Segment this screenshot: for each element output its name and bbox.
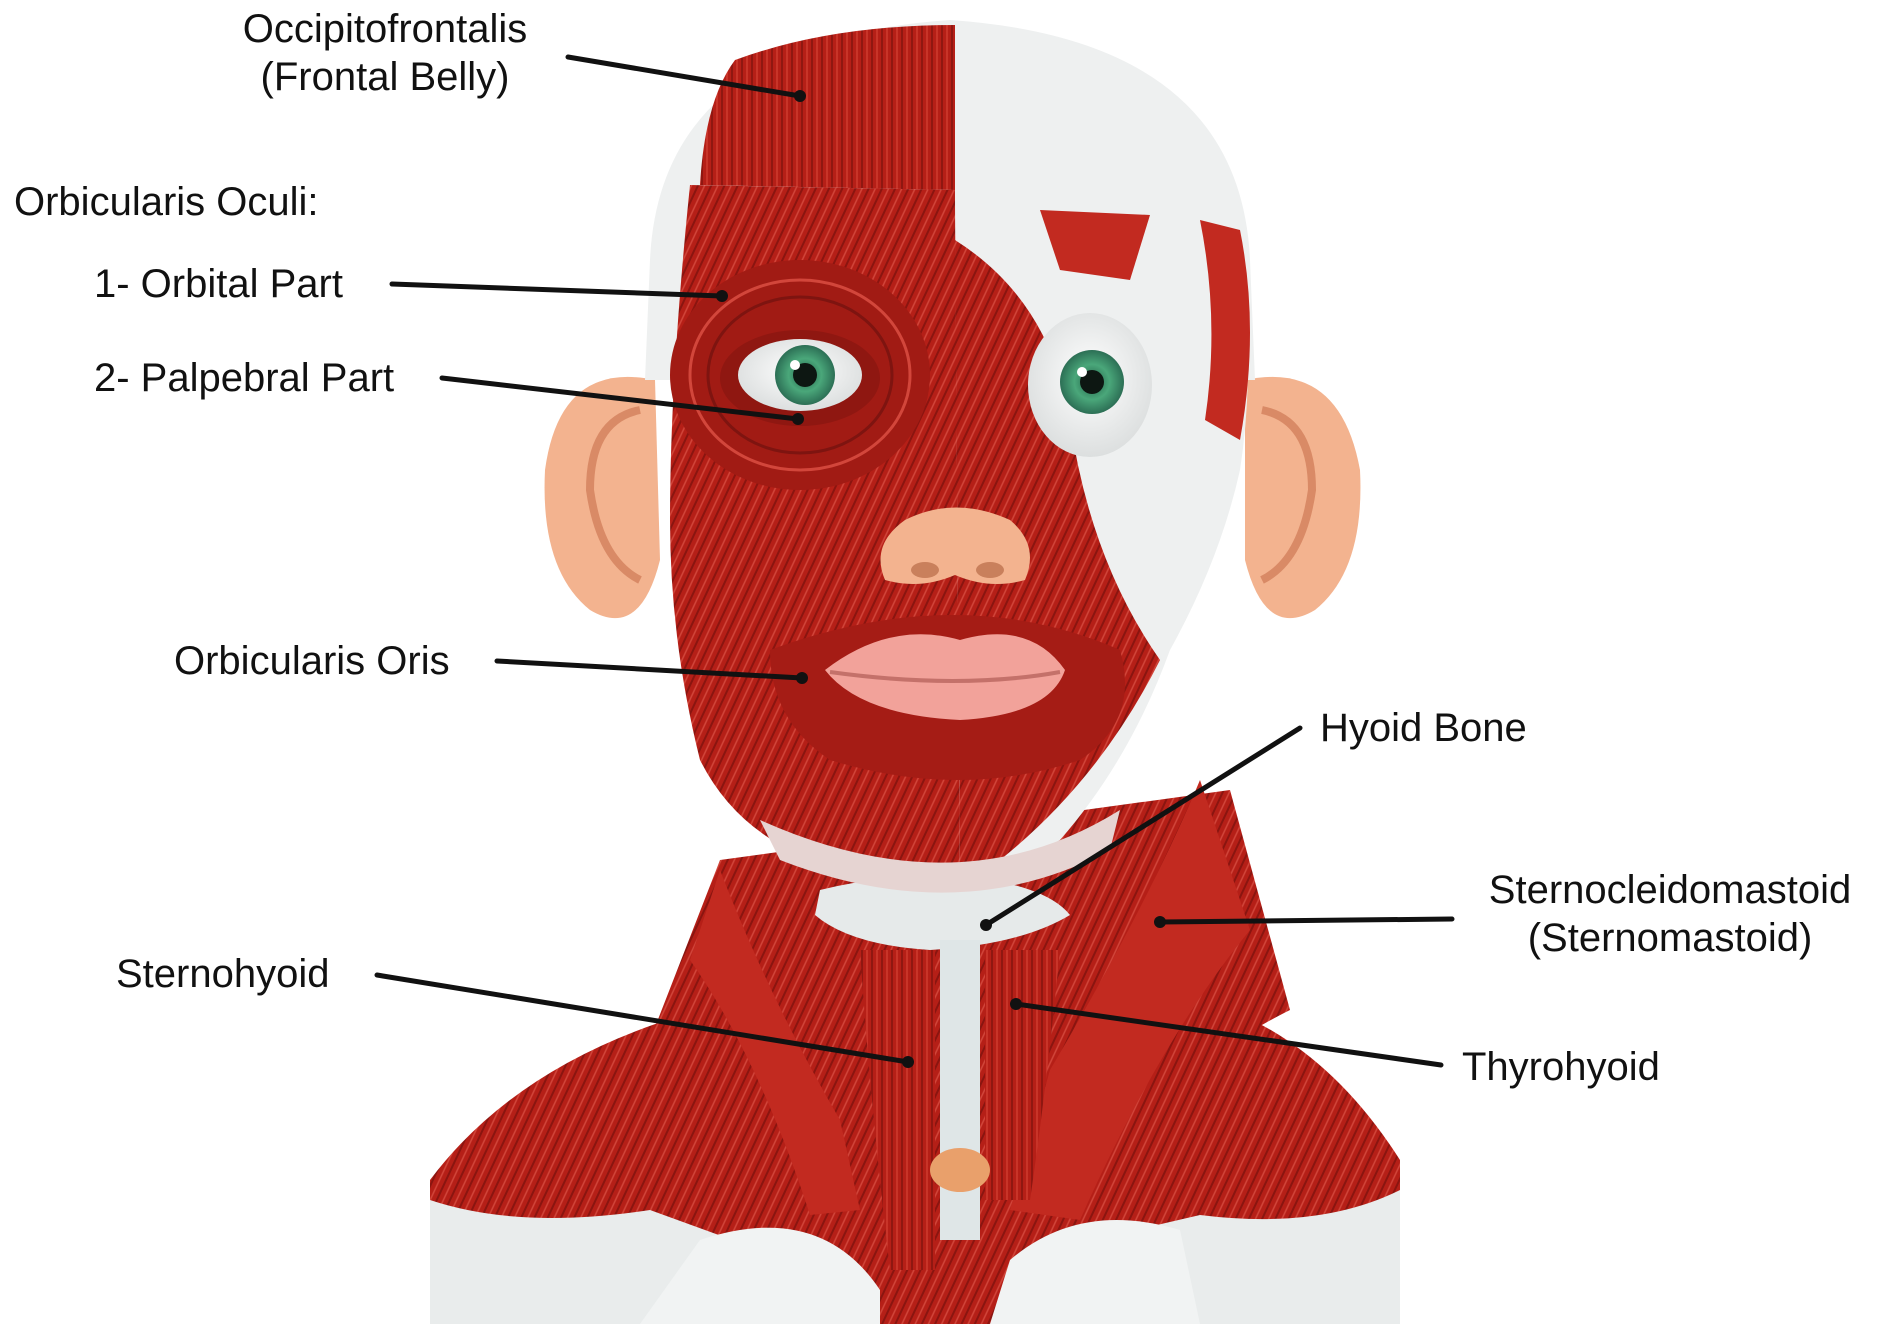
- label-sternocleidomastoid-line1: Sternocleidomastoid: [1460, 866, 1880, 914]
- label-palpebral-part: 2- Palpebral Part: [94, 354, 394, 402]
- label-hyoid-bone: Hyoid Bone: [1320, 704, 1527, 752]
- label-sternocleidomastoid: Sternocleidomastoid (Sternomastoid): [1460, 866, 1880, 962]
- label-thyrohyoid: Thyrohyoid: [1462, 1043, 1660, 1091]
- label-occipitofrontalis-line1: Occipitofrontalis: [215, 5, 555, 53]
- label-orbital-part: 1- Orbital Part: [94, 260, 343, 308]
- leader-line-sternocleidomastoid: [1160, 919, 1452, 922]
- label-occipitofrontalis: Occipitofrontalis (Frontal Belly): [215, 5, 555, 101]
- label-sternocleidomastoid-line2: (Sternomastoid): [1460, 914, 1880, 962]
- label-occipitofrontalis-line2: (Frontal Belly): [215, 53, 555, 101]
- left-ear: [545, 377, 660, 618]
- label-orbicularis-oris: Orbicularis Oris: [174, 637, 450, 685]
- occipitofrontalis-frontal-belly: [700, 25, 955, 190]
- label-sternohyoid: Sternohyoid: [116, 950, 329, 998]
- label-orbicularis-oculi-heading: Orbicularis Oculi:: [14, 178, 319, 226]
